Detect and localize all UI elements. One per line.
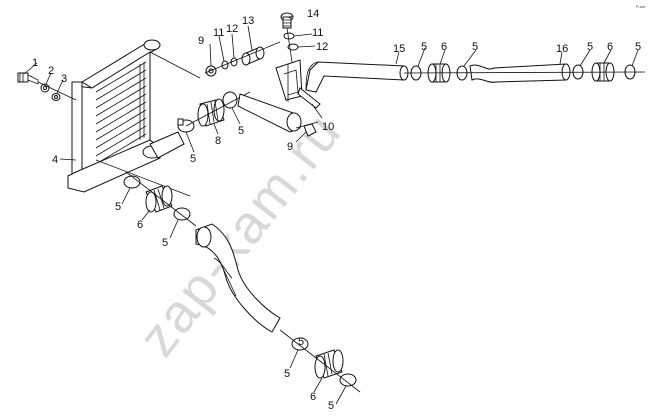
callout-4: 4 [52, 154, 58, 166]
callout-11-b: 11 [312, 27, 323, 39]
clamp-5-upper-b [222, 91, 238, 109]
callout-6-b: 6 [441, 41, 447, 53]
callout-5-b: 5 [238, 125, 244, 137]
callout-11-a: 11 [213, 27, 224, 39]
callout-9-a: 9 [198, 35, 204, 47]
nut-9-top [205, 65, 217, 77]
callout-10: 10 [322, 121, 334, 133]
hose-6-lower [145, 185, 173, 213]
callout-2: 2 [48, 65, 54, 77]
lower-crossover-pipe [195, 223, 281, 333]
clamp-5-bottom-a [291, 337, 309, 351]
leader-lines [23, 15, 639, 405]
bushing-13 [241, 46, 265, 66]
callout-5-k: 5 [298, 336, 304, 348]
callout-5-h: 5 [635, 41, 641, 53]
callout-5-f: 5 [472, 41, 478, 53]
callout-5-j: 5 [328, 400, 334, 412]
bolt-14 [280, 12, 294, 29]
clamp-5-upper-a [177, 118, 195, 133]
bolt-1 [17, 72, 39, 85]
callout-9-b: 9 [287, 141, 293, 153]
callout-8: 8 [215, 135, 221, 147]
callout-5-e: 5 [421, 41, 427, 53]
hose-8 [197, 98, 225, 127]
intercooler-radiator [67, 39, 201, 197]
callout-5-i: 5 [284, 368, 290, 380]
clamp-5-bottom-b [339, 373, 357, 387]
callout-15: 15 [393, 43, 405, 55]
pipe-15 [305, 61, 409, 93]
clamp-5-lower-b [173, 207, 191, 221]
bracket-10 [275, 59, 321, 109]
hose-6-bottom [314, 349, 344, 379]
callout-labels: 1 2 3 4 5 5 5 5 5 5 5 5 5 5 5 6 6 6 6 8 … [32, 8, 641, 412]
callout-13: 13 [242, 15, 254, 27]
callout-5-a: 5 [190, 153, 196, 165]
bracket-3 [51, 93, 61, 101]
clamp-5-lower-a [123, 175, 141, 189]
callout-6-c: 6 [607, 41, 613, 53]
corner-mark: P-cm [636, 4, 646, 9]
callout-6-a: 6 [137, 219, 143, 231]
upper-elbow-pipe [237, 93, 302, 133]
callout-12-b: 12 [316, 41, 328, 53]
callout-5-c: 5 [115, 201, 121, 213]
washer-11-right [283, 32, 295, 40]
callout-6-d: 6 [310, 391, 316, 403]
callout-1: 1 [32, 57, 38, 69]
callout-12-a: 12 [226, 23, 238, 35]
callout-16: 16 [556, 43, 568, 55]
callout-5-g: 5 [587, 41, 593, 53]
callout-14: 14 [307, 8, 319, 20]
pipe-16 [469, 63, 571, 83]
callout-3: 3 [61, 73, 67, 85]
callout-5-d: 5 [162, 237, 168, 249]
